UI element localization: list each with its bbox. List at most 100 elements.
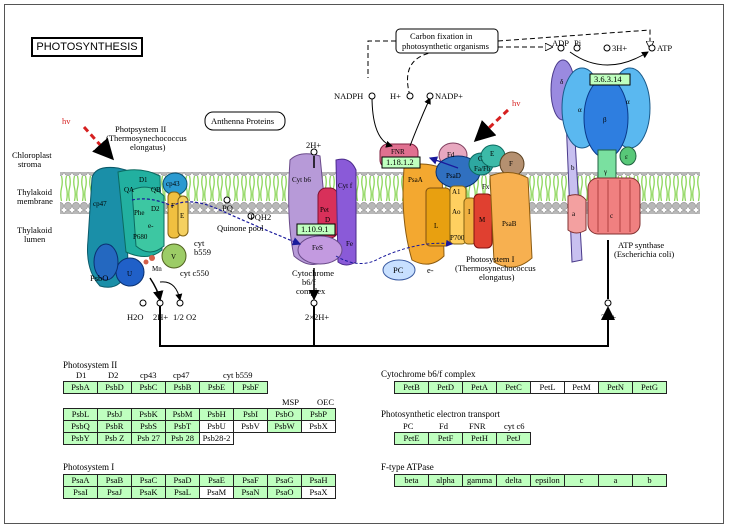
fx-label: Fx — [482, 183, 490, 191]
gene-psae[interactable]: PsaE — [199, 474, 234, 487]
gene-petb[interactable]: PetB — [394, 381, 429, 394]
gene-psac[interactable]: PsaC — [131, 474, 166, 487]
three-h-top-node[interactable] — [603, 44, 611, 52]
gene-psai[interactable]: PsaI — [63, 486, 98, 499]
gene-psbj[interactable]: PsbJ — [97, 408, 132, 421]
gene-psbe[interactable]: PsbE — [199, 381, 234, 394]
hv-right-arrow — [473, 108, 510, 143]
m-label: M — [479, 216, 486, 224]
gene-psbv[interactable]: PsbV — [233, 420, 268, 433]
atp-node[interactable] — [648, 44, 656, 52]
gene-psby[interactable]: PsbY — [63, 432, 98, 445]
gene-delta[interactable]: delta — [496, 474, 531, 487]
gene-psah[interactable]: PsaH — [301, 474, 336, 487]
gene-psba[interactable]: PsbA — [63, 381, 98, 394]
ec-fnr-box[interactable] — [381, 156, 421, 169]
gene-psbi[interactable]: PsbI — [233, 408, 268, 421]
gene-peta[interactable]: PetA — [462, 381, 497, 394]
psbo-shape — [93, 243, 119, 281]
gene-psbm[interactable]: PsbM — [165, 408, 200, 421]
gene-petg[interactable]: PetG — [632, 381, 667, 394]
ec-cytb6-box[interactable] — [296, 223, 336, 236]
pqh2-node[interactable] — [247, 212, 255, 220]
gene-psbp[interactable]: PsbP — [301, 408, 336, 421]
gene-petj[interactable]: PetJ — [496, 432, 531, 445]
gene-psbu[interactable]: PsbU — [199, 420, 234, 433]
gene-psax[interactable]: PsaX — [301, 486, 336, 499]
cytc550-label: cyt c550 — [180, 268, 209, 278]
gene-petl[interactable]: PetL — [530, 381, 565, 394]
gene-a[interactable]: a — [598, 474, 633, 487]
gene-psb27[interactable]: Psb 27 — [131, 432, 166, 445]
gene-psbw[interactable]: PsbW — [267, 420, 302, 433]
pc-path — [335, 239, 453, 264]
gene-psbq[interactable]: PsbQ — [63, 420, 98, 433]
gene-psad[interactable]: PsaD — [165, 474, 200, 487]
gene-psb28[interactable]: Psb 28 — [165, 432, 200, 445]
pi-node[interactable] — [573, 44, 581, 52]
gene-psbo[interactable]: PsbO — [267, 408, 302, 421]
gene-psab[interactable]: PsaB — [97, 474, 132, 487]
gene-psal[interactable]: PsaL — [165, 486, 200, 499]
two-h-top-node[interactable] — [310, 148, 318, 156]
b-label: b — [571, 164, 575, 172]
gene-psak[interactable]: PsaK — [131, 486, 166, 499]
gene-b[interactable]: b — [632, 474, 667, 487]
nadp-node[interactable] — [426, 92, 434, 100]
gene-psbx[interactable]: PsbX — [301, 420, 336, 433]
gene-psbr[interactable]: PsbR — [97, 420, 132, 433]
gene-petm[interactable]: PetM — [564, 381, 599, 394]
antenna-box[interactable] — [204, 111, 286, 131]
gene-psan[interactable]: PsaN — [233, 486, 268, 499]
gene-psbs[interactable]: PsbS — [131, 420, 166, 433]
ps2-header-cp47: cp47 — [173, 370, 190, 380]
gene-psaj[interactable]: PsaJ — [97, 486, 132, 499]
gene-psbz[interactable]: Psb Z — [97, 432, 132, 445]
gene-beta[interactable]: beta — [394, 474, 429, 487]
pq-node[interactable] — [223, 196, 231, 204]
gene-psbl[interactable]: PsbL — [63, 408, 98, 421]
cytochrome-b6f[interactable] — [288, 153, 357, 266]
gene-psag[interactable]: PsaG — [267, 474, 302, 487]
atp-synthase[interactable] — [550, 59, 651, 263]
adp-node[interactable] — [557, 44, 565, 52]
gene-psbh[interactable]: PsbH — [199, 408, 234, 421]
three-h-bottom-node[interactable] — [604, 299, 612, 307]
gene-psam[interactable]: PsaM — [199, 486, 234, 499]
a-label: a — [572, 210, 576, 218]
ec-atp-box[interactable] — [589, 73, 631, 86]
gene-psaf[interactable]: PsaF — [233, 474, 268, 487]
gene-psao[interactable]: PsaO — [267, 486, 302, 499]
nadph-node[interactable] — [368, 92, 376, 100]
half-o2-node[interactable] — [176, 299, 184, 307]
hv-left-label: hv — [62, 116, 71, 126]
gene-psbt[interactable]: PsbT — [165, 420, 200, 433]
gene-psbk[interactable]: PsbK — [131, 408, 166, 421]
gene-petn[interactable]: PetN — [598, 381, 633, 394]
gene-c[interactable]: c — [564, 474, 599, 487]
two-x-2h-node[interactable] — [310, 299, 318, 307]
ec-fnr-label: 1.18.1.2 — [386, 157, 414, 167]
gene-psbd[interactable]: PsbD — [97, 381, 132, 394]
photosystem-ii[interactable] — [87, 167, 189, 288]
gene-petd[interactable]: PetD — [428, 381, 463, 394]
gene-gamma[interactable]: gamma — [462, 474, 497, 487]
gene-alpha[interactable]: alpha — [428, 474, 463, 487]
gene-psbc[interactable]: PsbC — [131, 381, 166, 394]
gene-peth[interactable]: PetH — [462, 432, 497, 445]
two-h-bottom-node[interactable] — [156, 299, 164, 307]
pc-carrier[interactable] — [382, 259, 416, 281]
gene-pete[interactable]: PetE — [394, 432, 429, 445]
pet-header-fd: Fd — [439, 421, 448, 431]
gene-petc[interactable]: PetC — [496, 381, 531, 394]
hplus-node[interactable] — [406, 92, 414, 100]
gene-petf[interactable]: PetF — [428, 432, 463, 445]
gene-psbf[interactable]: PsbF — [233, 381, 268, 394]
gene-epsilon[interactable]: epsilon — [530, 474, 565, 487]
proton-return-line — [159, 306, 615, 347]
h2o-node[interactable] — [139, 299, 147, 307]
map-title: PHOTOSYNTHESIS — [31, 37, 143, 57]
gene-psaa[interactable]: PsaA — [63, 474, 98, 487]
gene-psb28-2[interactable]: Psb28-2 — [199, 432, 234, 445]
gene-psbb[interactable]: PsbB — [165, 381, 200, 394]
